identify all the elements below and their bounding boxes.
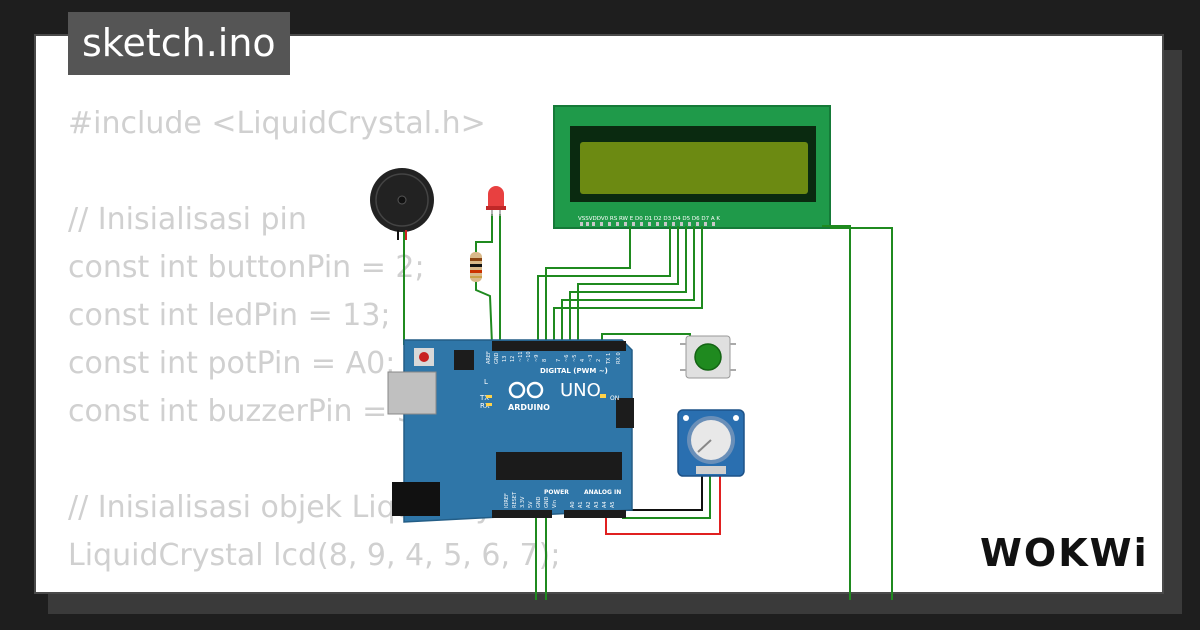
pin-label: ~5 — [572, 355, 578, 362]
power-label: POWER — [544, 489, 569, 496]
pin-label: 8 — [542, 359, 548, 362]
wires — [403, 214, 893, 600]
pushbutton[interactable] — [680, 335, 736, 379]
power-pin-label: GND — [544, 496, 550, 508]
file-tab-title: sketch.ino — [82, 21, 276, 65]
aref-label: AREF — [486, 351, 492, 364]
pin-label: 4 — [580, 359, 586, 362]
arduino-infinity-logo — [508, 381, 544, 399]
pin-label: 13 — [502, 356, 508, 362]
led-tx-label: TX — [479, 394, 489, 402]
analog-label: ANALOG IN — [584, 489, 621, 496]
lcd-pin-header: VSSVDDV0 RS RW E D0 D1 D2 D3 D4 D5 D6 D7… — [578, 216, 720, 222]
code-line: const int potPin = A0; — [68, 346, 396, 381]
pot-wires — [605, 472, 721, 535]
pin-label: 12 — [510, 356, 516, 362]
code-line: const int buzzerPin = 3; — [68, 394, 426, 429]
pin-label: 7 — [556, 359, 562, 362]
power-pin-label: IOREF — [504, 493, 510, 508]
pin-label: 2 — [596, 359, 602, 362]
pin-label: TX 1 — [606, 353, 612, 365]
code-line: // Inisialisasi pin — [68, 202, 307, 237]
pin-label: ~11 — [518, 351, 524, 362]
power-pin-label: 3.3V — [520, 496, 526, 508]
gnd-label: GND — [494, 352, 500, 364]
analog-pin-label: A0 — [570, 501, 576, 508]
red-led[interactable] — [486, 186, 506, 216]
code-preview: #include <LiquidCrystal.h> // Inisialisa… — [68, 100, 560, 580]
led-l-label: L — [484, 378, 488, 386]
analog-pin-label: A5 — [610, 501, 616, 508]
pin-label: ~6 — [564, 355, 570, 362]
power-pin-label: Vin — [552, 500, 558, 508]
power-pin-label: 5V — [528, 501, 534, 508]
analog-pin-label: A1 — [578, 501, 584, 508]
buzzer[interactable] — [370, 168, 434, 240]
analog-pin-label: A3 — [594, 501, 600, 508]
file-tab[interactable]: sketch.ino — [68, 12, 290, 75]
lcd-display[interactable]: VSSVDDV0 RS RW E D0 D1 D2 D3 D4 D5 D6 D7… — [553, 105, 831, 229]
code-line: LiquidCrystal lcd(8, 9, 4, 5, 6, 7); — [68, 538, 561, 573]
arduino-uno[interactable]: AREF GND 13 12 ~11 ~10 ~9 8 7 ~6 ~5 4 ~3… — [387, 339, 634, 523]
led-rx-label: RX — [480, 402, 490, 410]
pin-label: RX 0 — [616, 352, 622, 364]
wokwi-logo: WOKWi — [980, 531, 1149, 575]
pin-label: ~3 — [588, 355, 594, 362]
analog-pin-label: A2 — [586, 501, 592, 508]
potentiometer[interactable] — [677, 409, 745, 477]
logo-text: WOKWi — [980, 531, 1149, 575]
pin-label: ~9 — [534, 355, 540, 362]
on-label: ON — [610, 395, 619, 402]
code-line: const int ledPin = 13; — [68, 298, 391, 333]
digital-label: DIGITAL (PWM ~) — [540, 367, 608, 375]
code-line: const int buttonPin = 2; — [68, 250, 425, 285]
brand-label: ARDUINO — [508, 403, 550, 412]
power-pin-label: GND — [536, 496, 542, 508]
code-line: #include <LiquidCrystal.h> — [68, 106, 486, 141]
resistor[interactable] — [470, 252, 482, 282]
analog-pin-label: A4 — [602, 501, 608, 508]
board-name: UNO — [560, 380, 601, 401]
power-pin-label: RESET — [512, 491, 518, 508]
pin-label: ~10 — [526, 351, 532, 362]
